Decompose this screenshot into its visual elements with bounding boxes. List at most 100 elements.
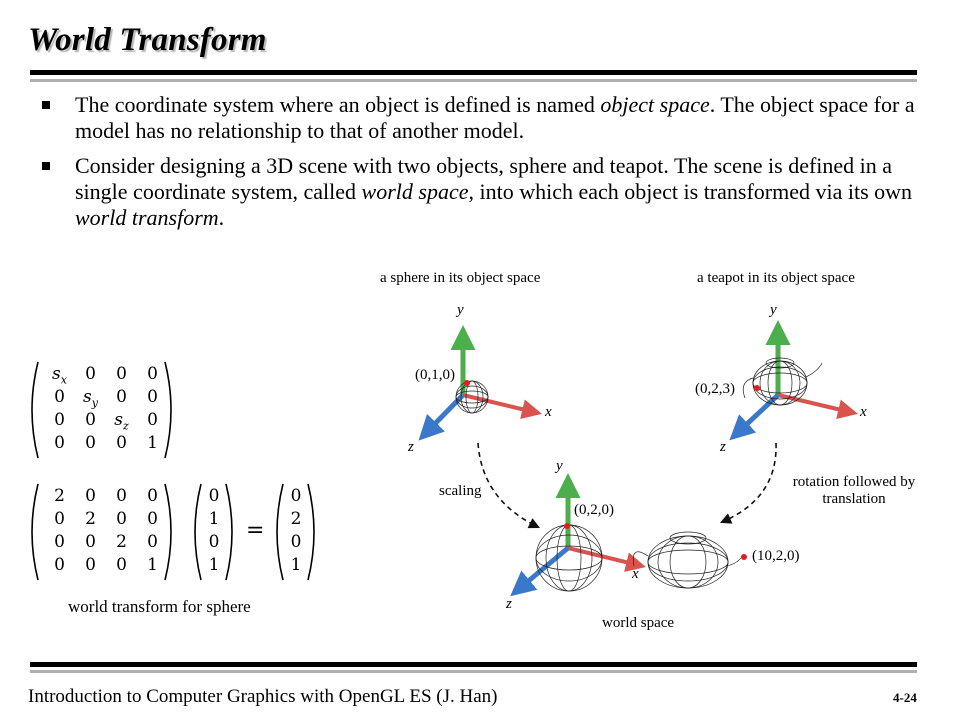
title-rule-shadow [30, 79, 917, 82]
axis-label-x: x [860, 404, 867, 420]
bullet-text: The coordinate system where an object is… [75, 92, 915, 143]
matrix-cell: 1 [208, 509, 220, 529]
world-space [510, 473, 747, 597]
matrix-cell: 0 [85, 364, 96, 384]
matrix-cell: 0 [116, 486, 127, 506]
title-rule [30, 70, 917, 75]
matrix-cell: 0 [54, 532, 65, 552]
matrix-cell: sz [114, 410, 129, 433]
footer-rule-shadow [30, 670, 917, 673]
point-marker [754, 385, 760, 391]
matrix-cell: 0 [116, 509, 127, 529]
matrix-cell: 0 [147, 364, 158, 384]
world-sphere-point-label: (0,2,0) [574, 502, 614, 518]
bullet-text: Consider designing a 3D scene with two o… [75, 153, 912, 230]
matrix-cell: 0 [208, 486, 220, 506]
teapot-object-space [729, 320, 858, 441]
matrix-cell: 0 [116, 387, 127, 407]
axis-label-z: z [720, 439, 726, 455]
matrix-brackets [31, 361, 315, 581]
axis-label-y: y [457, 302, 464, 318]
bullet-item: The coordinate system where an object is… [40, 92, 920, 144]
italic-term: object space [600, 92, 710, 117]
point-marker [564, 523, 570, 529]
matrix-cell: 0 [54, 433, 65, 453]
rotation-translation-arrow [719, 442, 777, 524]
axis-label-y: y [770, 302, 777, 318]
matrix-cell: 0 [147, 486, 158, 506]
matrix-cell: 0 [85, 410, 96, 430]
matrix-cell: 2 [54, 486, 65, 506]
matrix-cell: 0 [147, 532, 158, 552]
axis-label-z: z [506, 596, 512, 612]
footer-rule [30, 662, 917, 667]
axis-label-y: y [556, 458, 563, 474]
matrix-cell: 2 [116, 532, 127, 552]
matrix-cell: 0 [54, 410, 65, 430]
world-sphere-wireframe [535, 524, 603, 592]
z-axis [418, 393, 465, 441]
bullet-text-run: . [218, 205, 225, 230]
world-space-caption: world space [602, 615, 675, 631]
bullet-text-run: . The object space for a model has no re… [75, 92, 915, 143]
bullet-item: Consider designing a 3D scene with two o… [40, 153, 920, 231]
bullet-list: The coordinate system where an object is… [40, 92, 920, 240]
x-axis [567, 546, 646, 572]
teapot-point-label: (0,2,3) [695, 381, 735, 397]
scaling-label: scaling [439, 483, 482, 499]
matrix-cell: 0 [54, 555, 65, 575]
matrix-cell: 0 [147, 387, 158, 407]
matrix-cell: 0 [54, 509, 65, 529]
page-number: 4-24 [893, 690, 917, 705]
bullet-square-icon [42, 101, 50, 109]
matrix-cell: 0 [147, 509, 158, 529]
matrix-cell: 1 [290, 555, 302, 575]
matrix-cell: 0 [116, 364, 127, 384]
scaling-arrow [477, 442, 541, 529]
matrix-cell: 0 [290, 532, 302, 552]
matrix-cell: 2 [85, 509, 96, 529]
matrix-cell: sx [52, 364, 67, 387]
matrix-cell: 0 [85, 532, 96, 552]
axis-label-x: x [545, 404, 552, 420]
matrix-cell: 0 [54, 387, 65, 407]
italic-term: world transform [75, 205, 219, 230]
matrix-cell: 1 [147, 433, 158, 453]
matrix-cell: 0 [85, 555, 96, 575]
axis-label-z: z [408, 439, 414, 455]
matrix-cell: 2 [290, 509, 302, 529]
matrix-cell: 0 [290, 486, 302, 506]
teapot-wireframe [742, 357, 823, 406]
sphere-object-space [418, 325, 542, 441]
sphere-point-label: (0,1,0) [415, 367, 455, 383]
italic-term: world space [361, 179, 469, 204]
equals-sign: = [246, 518, 265, 543]
rotation-label: rotation followed by translation [784, 474, 924, 508]
matrix-cell: 0 [208, 532, 220, 552]
world-teapot-point-label: (10,2,0) [752, 548, 800, 564]
sphere-wireframe [455, 380, 489, 414]
bullet-text-run: The coordinate system where an object is… [75, 92, 601, 117]
rotation-label-line-2: translation [822, 491, 886, 507]
matrix-cell: 1 [147, 555, 158, 575]
slide-title: World Transform [28, 22, 267, 58]
matrix-caption: world transform for sphere [68, 597, 251, 616]
z-axis [729, 393, 780, 441]
matrix-cell: 0 [85, 433, 96, 453]
matrix-cell: sy [83, 387, 98, 410]
x-axis [462, 393, 542, 419]
point-marker [741, 554, 747, 560]
world-teapot-wireframe [632, 531, 745, 589]
teapot-object-space-caption: a teapot in its object space [697, 270, 855, 286]
matrix-cell: 0 [116, 433, 127, 453]
sphere-object-space-caption: a sphere in its object space [380, 270, 541, 286]
point-marker [464, 380, 470, 386]
matrix-cell: 0 [85, 486, 96, 506]
matrix-cell: 0 [116, 555, 127, 575]
matrix-cell: 0 [147, 410, 158, 430]
axis-label-x: x [632, 566, 639, 582]
bullet-square-icon [42, 162, 50, 170]
rotation-label-line-1: rotation followed by [792, 474, 916, 490]
footer-course-title: Introduction to Computer Graphics with O… [28, 686, 498, 707]
